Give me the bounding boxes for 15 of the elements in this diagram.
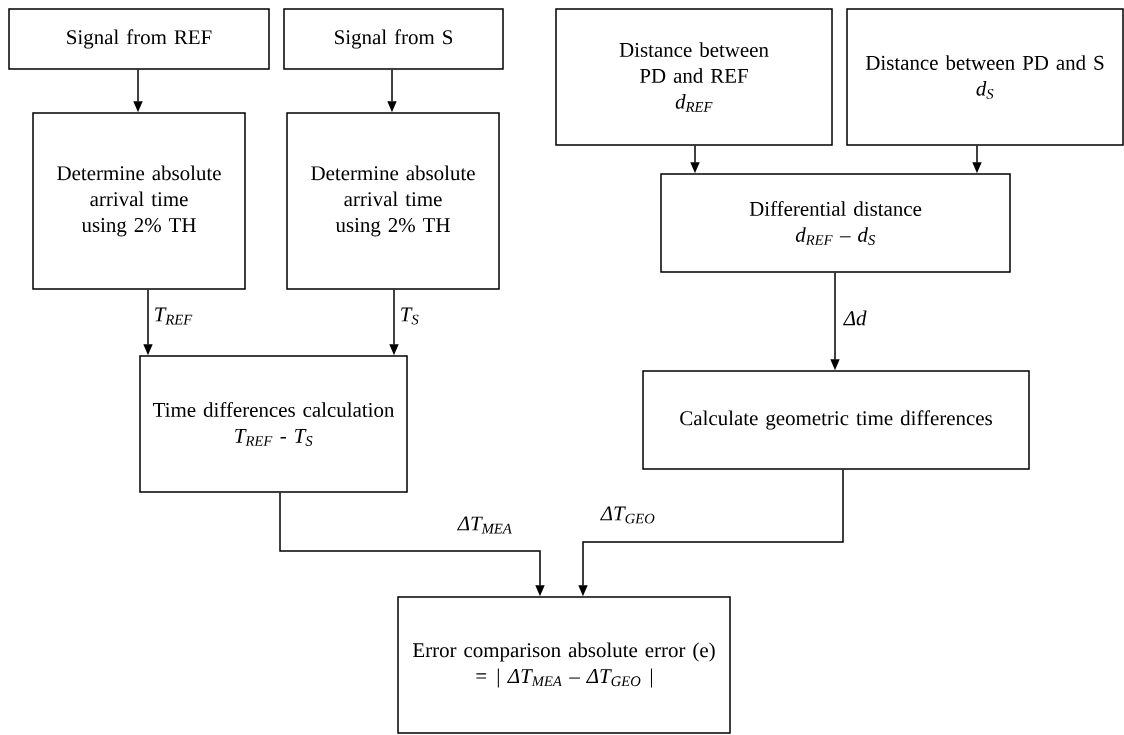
process-box: Signal from REF [8,8,270,70]
edge-label: ΔT$_{MEA}$ [457,516,512,534]
edge-label: T$_{REF}$ [155,307,193,325]
process-box: Differential distance d$_{REF}$ – d$_{S}$ [660,173,1011,273]
process-box: Error comparison absolute error (e) = | ΔT$_{MEA}$ – ΔT$_{GEO}$ | [397,596,731,734]
process-box: Determine absolute arrival time using 2% TH [286,112,500,290]
edge-label: T$_{S}$ [401,307,419,325]
process-box: Calculate geometric time differences [642,370,1030,470]
process-box: Signal from S [283,8,504,70]
process-box: Distance between PD and S d$_{S}$ [846,8,1124,146]
process-box: Determine absolute arrival time using 2% TH [32,112,246,290]
process-box: Time differences calculation T$_{REF}$ - T$_{S}$ [139,355,408,493]
edge-label: Δd [843,310,867,326]
process-box: Distance between PD and REF d$_{REF}$ [555,8,833,146]
edge-label: ΔT$_{GEO}$ [600,506,655,524]
